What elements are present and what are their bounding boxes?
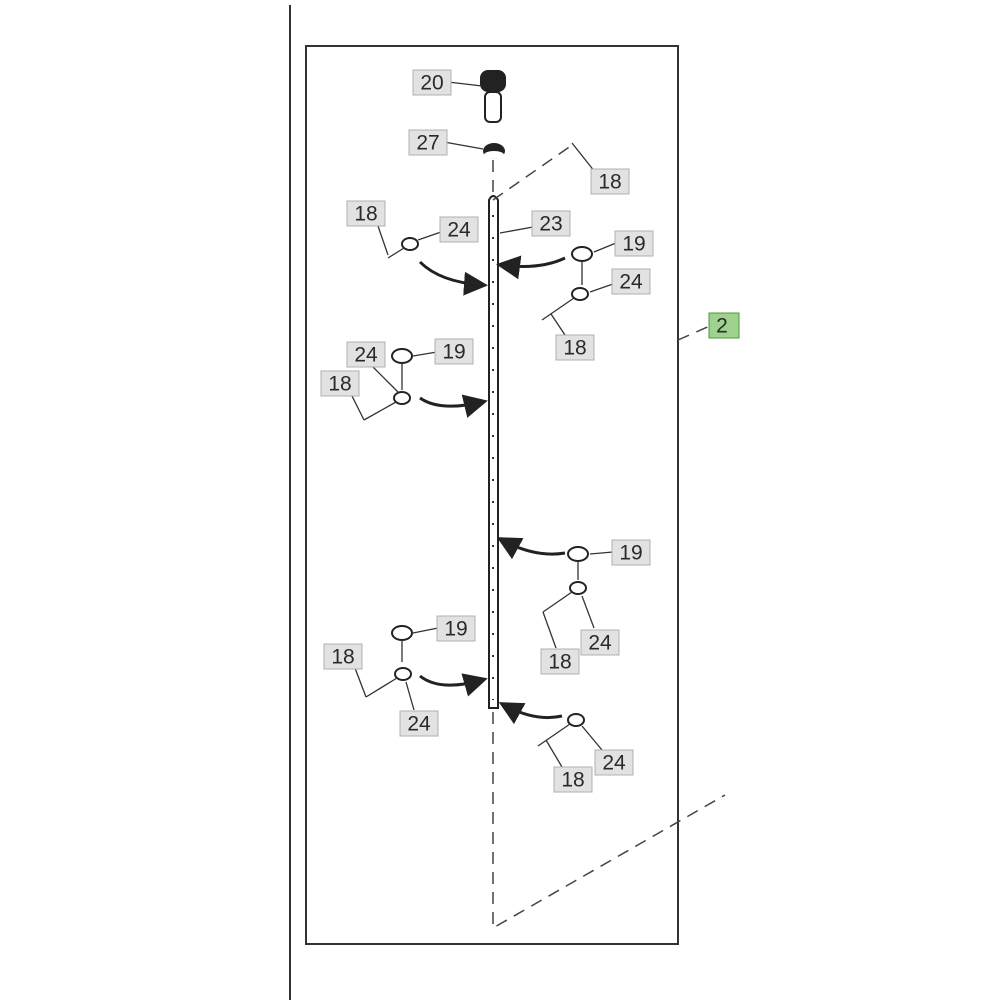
callout-18[interactable]: 18 [323, 643, 363, 670]
fastener-parts [391, 237, 593, 727]
svg-text:24: 24 [602, 752, 626, 775]
axis-line [492, 712, 726, 930]
svg-text:20: 20 [420, 72, 443, 95]
callout-24[interactable]: 24 [346, 341, 386, 368]
svg-text:2: 2 [716, 315, 728, 338]
svg-text:19: 19 [442, 341, 465, 364]
callout-19[interactable]: 19 [614, 230, 654, 257]
callout-18[interactable]: 18 [320, 370, 360, 397]
callout-19[interactable]: 19 [434, 338, 474, 365]
callout-24[interactable]: 24 [439, 216, 479, 243]
svg-text:18: 18 [598, 171, 621, 194]
svg-text:18: 18 [548, 651, 571, 674]
callout-18[interactable]: 18 [540, 648, 580, 675]
svg-text:18: 18 [331, 646, 354, 669]
callout-18[interactable]: 18 [590, 168, 630, 195]
svg-text:18: 18 [563, 337, 586, 360]
svg-text:24: 24 [354, 344, 378, 367]
leader-lines [351, 81, 617, 768]
callout-18[interactable]: 18 [346, 200, 386, 227]
callout-23[interactable]: 23 [531, 210, 571, 237]
svg-text:18: 18 [328, 373, 351, 396]
callout-24[interactable]: 24 [611, 268, 651, 295]
callout-18[interactable]: 18 [555, 334, 595, 361]
callout-19[interactable]: 19 [611, 539, 651, 566]
svg-text:19: 19 [622, 233, 645, 256]
svg-text:18: 18 [354, 203, 377, 226]
callout-24[interactable]: 24 [580, 629, 620, 656]
axis-line [492, 142, 576, 201]
callout-27[interactable]: 27 [408, 129, 448, 156]
callout-24[interactable]: 24 [399, 710, 439, 737]
svg-text:19: 19 [619, 542, 642, 565]
callout-2-highlighted[interactable]: 2 [708, 312, 740, 339]
rod-part-23 [488, 195, 499, 709]
callout-19[interactable]: 19 [436, 615, 476, 642]
svg-text:24: 24 [619, 271, 643, 294]
svg-text:24: 24 [588, 632, 612, 655]
leader-line [677, 324, 713, 341]
svg-text:19: 19 [444, 618, 467, 641]
knob-part-20 [480, 70, 506, 123]
assembly-frame [305, 45, 679, 945]
cap-part-27 [483, 143, 505, 159]
callout-20[interactable]: 20 [412, 69, 452, 96]
svg-text:23: 23 [539, 213, 562, 236]
assembly-arrows [418, 255, 566, 725]
callout-18[interactable]: 18 [553, 766, 593, 793]
svg-text:24: 24 [447, 219, 471, 242]
svg-text:24: 24 [407, 713, 431, 736]
svg-text:18: 18 [561, 769, 584, 792]
svg-text:27: 27 [416, 132, 439, 155]
callout-24[interactable]: 24 [594, 749, 634, 776]
